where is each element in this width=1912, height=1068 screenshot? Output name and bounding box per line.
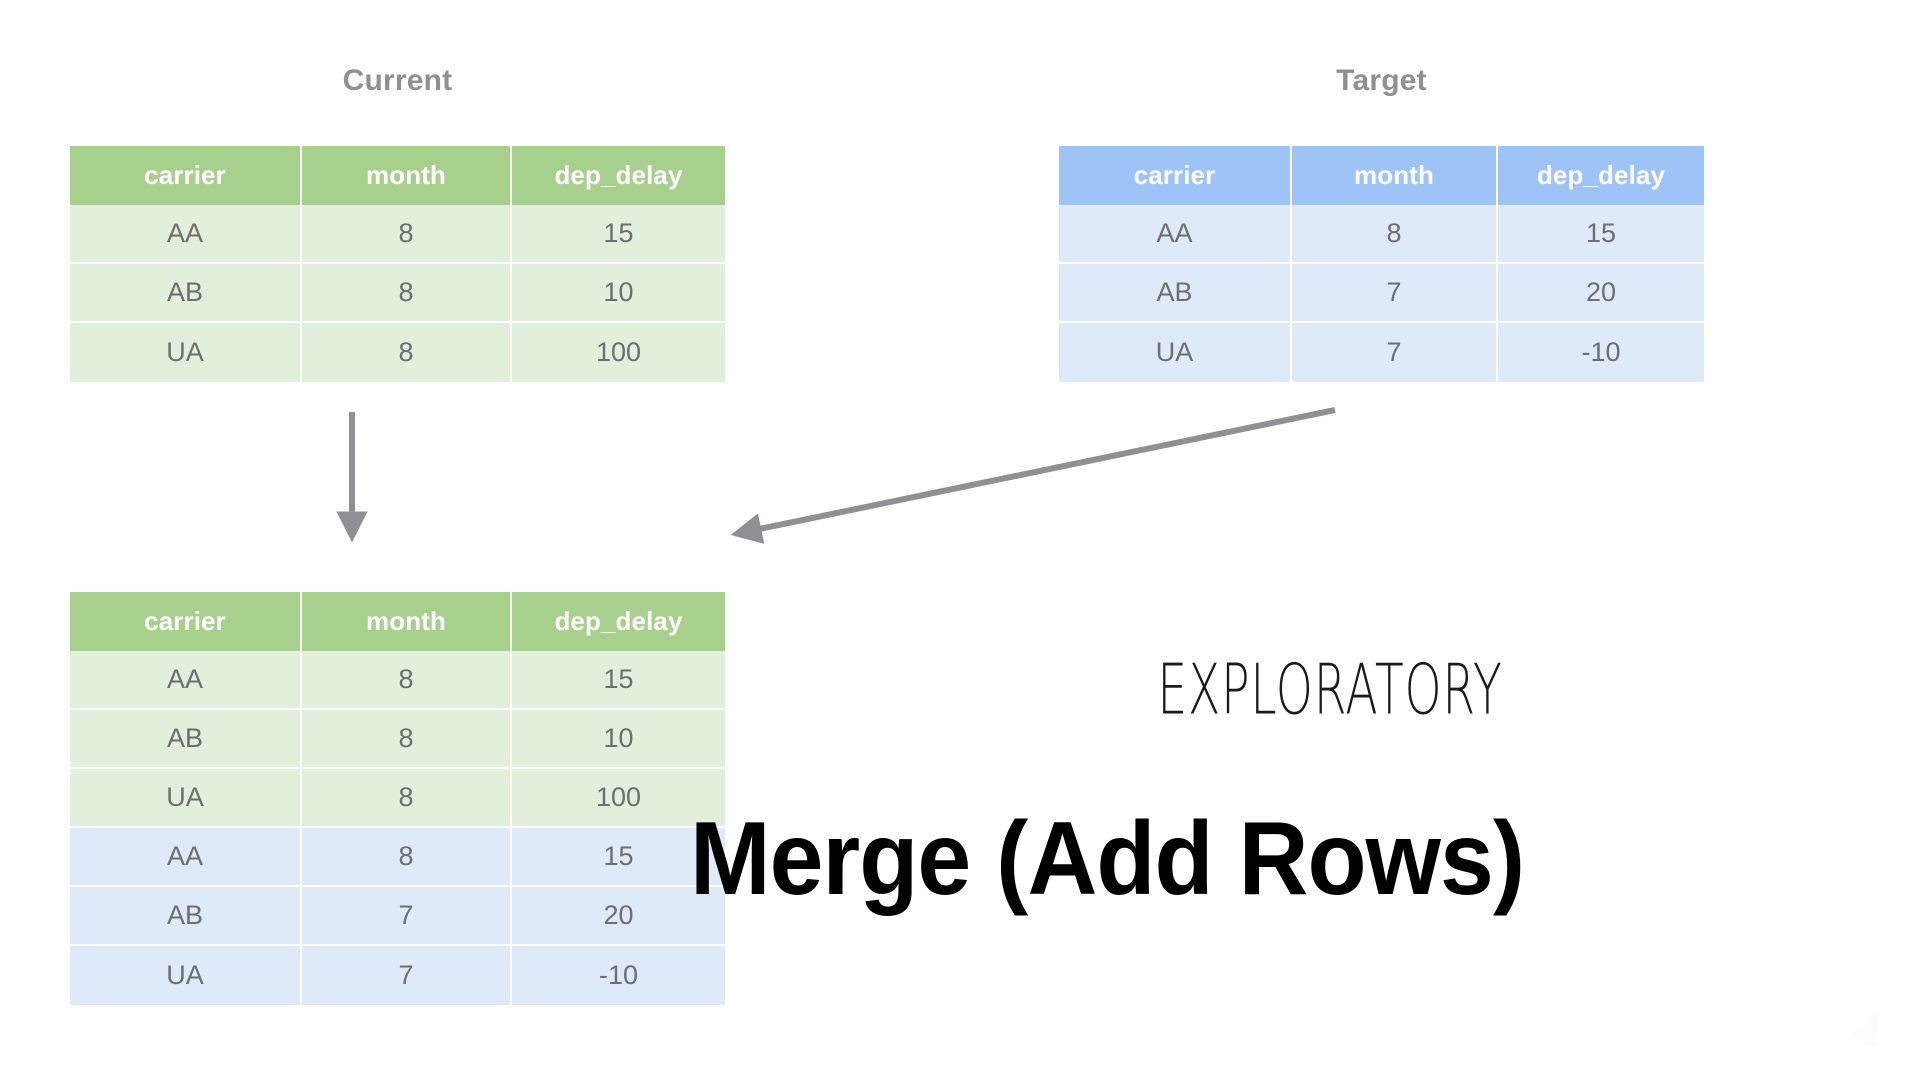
corner-watermark-artifact <box>1836 1010 1878 1046</box>
target-table-caption: Target <box>1336 64 1427 97</box>
table-header-row: carrier month dep_delay <box>70 592 725 651</box>
cell-month: 8 <box>302 828 512 887</box>
cell-month: 8 <box>302 769 512 828</box>
column-header-carrier: carrier <box>70 592 302 651</box>
cell-carrier: AA <box>70 205 302 264</box>
cell-dep-delay: -10 <box>512 946 725 1005</box>
cell-carrier: AB <box>70 264 302 323</box>
cell-carrier: AB <box>1059 264 1292 323</box>
table-row: AA 8 15 <box>70 205 725 264</box>
cell-carrier: UA <box>70 323 302 382</box>
table-row: AA 8 15 <box>70 651 725 710</box>
table-header-row: carrier month dep_delay <box>70 146 725 205</box>
cell-dep-delay: 15 <box>1498 205 1704 264</box>
column-header-month: month <box>302 146 512 205</box>
table-header-row: carrier month dep_delay <box>1059 146 1704 205</box>
current-table-caption: Current <box>342 64 453 97</box>
cell-month: 7 <box>302 887 512 946</box>
table-row: UA 8 100 <box>70 769 725 828</box>
cell-dep-delay: 15 <box>512 205 725 264</box>
cell-month: 7 <box>1292 323 1498 382</box>
cell-dep-delay: 100 <box>512 323 725 382</box>
cell-month: 8 <box>302 323 512 382</box>
cell-dep-delay: 10 <box>512 710 725 769</box>
cell-carrier: AB <box>70 887 302 946</box>
page-title: Merge (Add Rows) <box>690 801 1525 917</box>
column-header-carrier: carrier <box>70 146 302 205</box>
column-header-carrier: carrier <box>1059 146 1292 205</box>
cell-carrier: AA <box>70 828 302 887</box>
cell-carrier: UA <box>70 769 302 828</box>
cell-carrier: AB <box>70 710 302 769</box>
column-header-dep-delay: dep_delay <box>512 146 725 205</box>
cell-dep-delay: 20 <box>512 887 725 946</box>
table-row: AB 8 10 <box>70 264 725 323</box>
current-table: carrier month dep_delay AA 8 15 AB 8 10 … <box>70 146 725 382</box>
cell-month: 7 <box>302 946 512 1005</box>
cell-month: 8 <box>302 264 512 323</box>
cell-dep-delay: -10 <box>1498 323 1704 382</box>
cell-dep-delay: 100 <box>512 769 725 828</box>
cell-dep-delay: 15 <box>512 651 725 710</box>
column-header-month: month <box>302 592 512 651</box>
table-row: AB 7 20 <box>70 887 725 946</box>
arrow-target-to-result <box>730 407 1336 544</box>
cell-carrier: AA <box>70 651 302 710</box>
table-row: UA 7 -10 <box>70 946 725 1005</box>
table-row: AA 8 15 <box>1059 205 1704 264</box>
cell-month: 8 <box>302 205 512 264</box>
table-row: AA 8 15 <box>70 828 725 887</box>
column-header-dep-delay: dep_delay <box>1498 146 1704 205</box>
cell-carrier: UA <box>1059 323 1292 382</box>
cell-dep-delay: 20 <box>1498 264 1704 323</box>
cell-dep-delay: 15 <box>512 828 725 887</box>
cell-month: 8 <box>302 710 512 769</box>
table-row: AB 8 10 <box>70 710 725 769</box>
table-row: UA 8 100 <box>70 323 725 382</box>
target-table: carrier month dep_delay AA 8 15 AB 7 20 … <box>1059 146 1704 382</box>
cell-dep-delay: 10 <box>512 264 725 323</box>
cell-month: 7 <box>1292 264 1498 323</box>
table-row: UA 7 -10 <box>1059 323 1704 382</box>
exploratory-logo: EXPLORATORY <box>1157 648 1503 731</box>
cell-carrier: UA <box>70 946 302 1005</box>
cell-month: 8 <box>302 651 512 710</box>
result-table: carrier month dep_delay AA 8 15 AB 8 10 … <box>70 592 725 1005</box>
cell-month: 8 <box>1292 205 1498 264</box>
column-header-dep-delay: dep_delay <box>512 592 725 651</box>
cell-carrier: AA <box>1059 205 1292 264</box>
table-row: AB 7 20 <box>1059 264 1704 323</box>
column-header-month: month <box>1292 146 1498 205</box>
